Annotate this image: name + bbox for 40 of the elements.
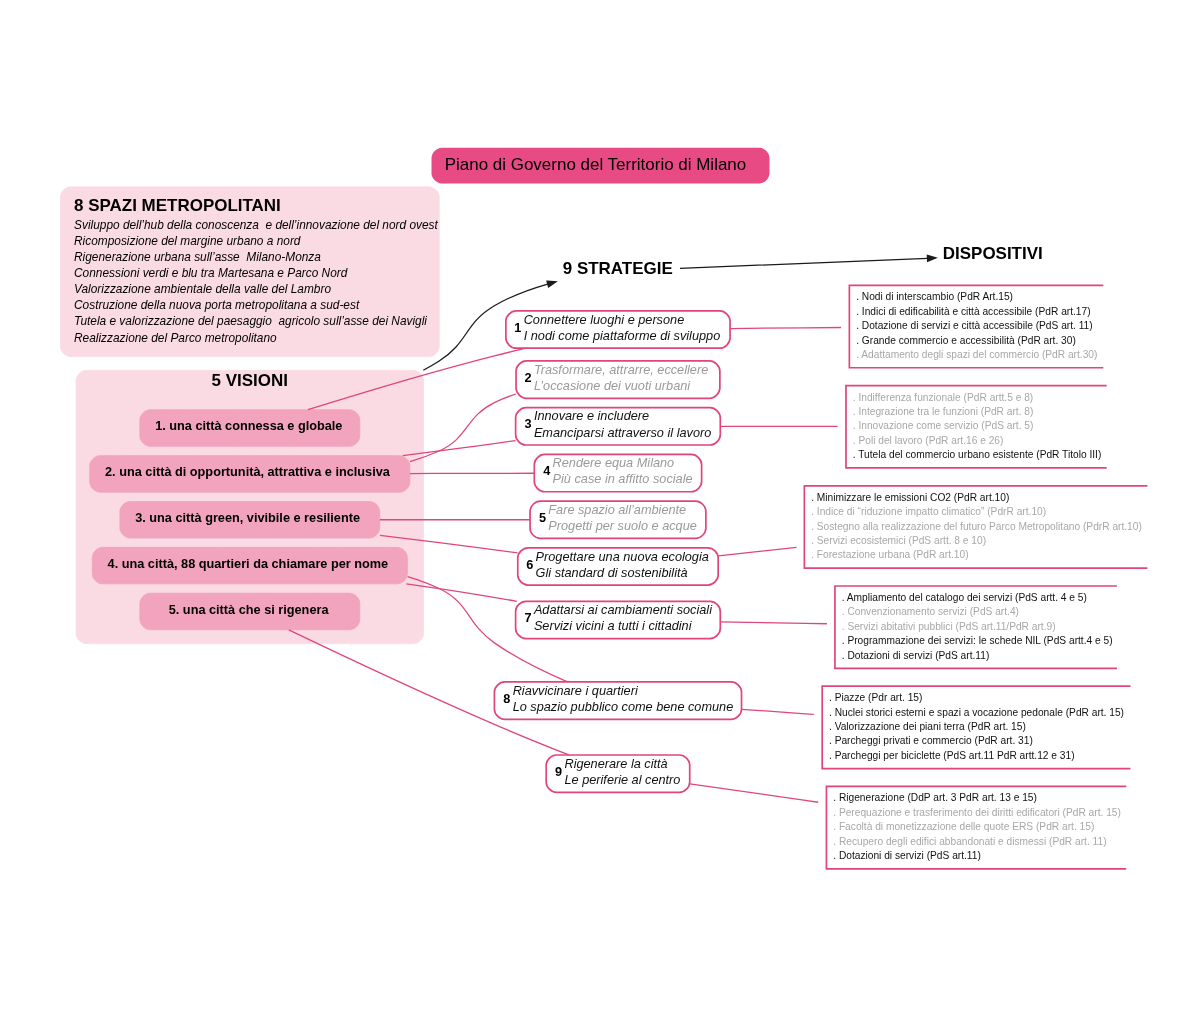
connector — [288, 629, 570, 756]
diagram-title: Piano di Governo del Territorio di Milano — [444, 154, 747, 174]
connector — [729, 326, 842, 330]
node-text: DISPOSITIVI — [942, 244, 1043, 264]
connector — [405, 583, 518, 602]
node-box: 7 Adattarsi ai cambiamenti sociali Servizi vicini a tutti i cittadini — [514, 600, 722, 640]
connector — [406, 575, 569, 683]
node-text: . Minimizzare le emissioni CO2 (PdR art.10) . Indice di “riduzione impatto climatico” (PdrR art.10) . Sostegno alla realizzazione del futuro Parco Metropolitano (PdrR art.10) . Servizi ecosistemici (PdS artt. 8 e 10) . Forestazione urbana (PdR art.10) — [811, 491, 1142, 561]
connector — [719, 621, 828, 625]
connector — [409, 393, 517, 463]
node-box: 5. una città che si rigenera — [139, 592, 361, 631]
node-text: . Piazze (Pdr art. 15) . Nuclei storici esterni e spazi a vocazione pedonale (PdR art. 15) . Valorizzazione dei piani terra (PdR art. 15) . Parcheggi privati e commercio (PdR art. 31) . Parcheggi per biciclette (PdS art.11 PdR artt.12 e 31) — [828, 692, 1125, 761]
connector — [719, 425, 839, 427]
node-box: 3 Innovare e includere Emanciparsi attraverso il lavoro — [514, 406, 722, 446]
node-box: 2 Trasformare, attrarre, eccellere L’occasione dei vuoti urbani — [515, 360, 721, 400]
node-box: 5 Fare spazio all’ambiente Progetti per suolo e acque — [529, 500, 707, 540]
node-text: . Ampliamento del catalogo dei servizi (PdS artt. 4 e 5) . Convenzionamento servizi (PdS art.4) . Servizi abitativi pubblici (PdS art.11/PdR art.9) . Programmazione dei servizi: le schede NIL (PdS artt.4 e 5) . Dotazioni di servizi (PdS art.11) — [841, 591, 1113, 661]
arrow — [422, 280, 558, 371]
node-box: 4. una città, 88 quartieri da chiamare per nome — [91, 546, 408, 585]
node-text: 9 STRATEGIE — [562, 259, 673, 279]
arrow — [679, 254, 938, 270]
node-text: . Rigenerazione (DdP art. 3 PdR art. 13 e 15) . Perequazione e trasferimento dei diritti edificatori (PdR art. 15) . Facoltà di monetizzazione delle quote ERS (PdR art. 15) . Recupero degli edifici abbandonati e dismessi (PdR art. 11) . Dotazioni di servizi (PdS art.11) — [833, 792, 1121, 862]
connector — [307, 347, 527, 411]
connector — [409, 472, 535, 475]
node-box: 8 SPAZI METROPOLITANI Sviluppo dell’hub della conoscenza e dell’innovazione del nord ovest Ricomposizione del margine urbano a nord Rigenerazione urbana sull’asse Milano-Monza Connessioni verdi e blu tra Martesana e Parco Nord Valorizzazione ambientale della valle del Lambro Costruzione della nuova porta metropolitana a sud-est Tutela e valorizzazione del paesaggio agricolo sull’asse dei Navigli Realizzazione del Parco metropolitano — [60, 186, 440, 358]
node-box: 1. una città connessa e globale — [139, 409, 361, 447]
node-box: 3. una città green, vivibile e resiliente — [119, 501, 381, 539]
node-box: 1 Connettere luoghi e persone I nodi come piattaforme di sviluppo — [505, 310, 731, 350]
connector — [689, 783, 819, 803]
node-box: 6 Progettare una nuova ecologia Gli standard di sostenibilità — [516, 546, 719, 586]
connector — [740, 708, 815, 716]
connector — [379, 534, 519, 554]
connector — [379, 519, 531, 521]
node-box: 8 Riavvicinare i quartieri Lo spazio pubblico come bene comune — [493, 681, 743, 721]
node-text: . Indifferenza funzionale (PdR artt.5 e 8) . Integrazione tra le funzioni (PdR art. 8) . Innovazione come servizio (PdS art. 5) . Poli del lavoro (PdR art.16 e 26) . Tutela del commercio urbano esistente (PdR Titolo III) — [852, 391, 1102, 461]
connector — [402, 440, 517, 457]
connector — [717, 546, 798, 557]
node-box: 2. una città di opportunità, attrattiva e inclusiva — [89, 455, 411, 493]
node-box: 4 Rendere equa Milano Più case in affitto sociale — [533, 453, 703, 493]
node-text: . Nodi di interscambio (PdR Art.15) . Indici di edificabilità e città accessibile (PdR art.17) . Dotazione di servizi e città accessibile (PdS art. 11) . Grande commercio e accessibilità (PdR art. 30) . Adattamento degli spazi del commercio (PdR art.30) — [856, 291, 1098, 361]
